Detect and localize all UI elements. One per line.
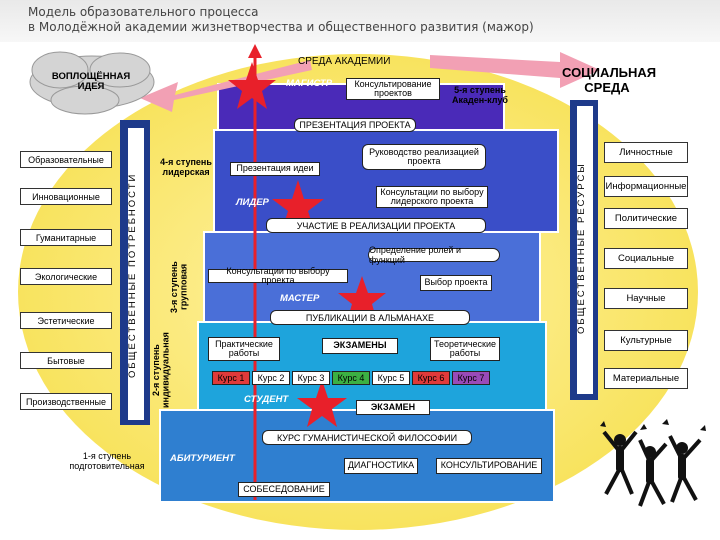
title-line-2: в Молодёжной академии жизнетворчества и … — [28, 20, 534, 34]
resource-scientific: Научные — [604, 288, 688, 309]
title-line-1: Модель образовательного процесса — [28, 5, 259, 19]
need-ecological: Экологические — [20, 268, 112, 285]
course-4: Курс 4 — [332, 371, 370, 385]
diagnostics-box: ДИАГНОСТИКА — [344, 458, 418, 474]
need-household: Бытовые — [20, 352, 112, 369]
course-5: Курс 5 — [372, 371, 410, 385]
arrow-idea — [140, 60, 312, 112]
leader-consult-box: Консультации по выбору лидерского проект… — [376, 186, 488, 208]
exams-box: ЭКЗАМЕНЫ — [322, 338, 398, 354]
interview-box: СОБЕСЕДОВАНИЕ — [238, 482, 330, 497]
resource-social: Социальные — [604, 248, 688, 269]
need-educational: Образовательные — [20, 151, 112, 168]
project-consult-box: Консультации по выбору проекта — [208, 266, 348, 285]
course-3: Курс 3 — [292, 371, 330, 385]
level-1-label: 1-я ступень подготовительная — [69, 451, 145, 471]
resource-informational: Информационные — [604, 176, 688, 197]
level-3-label: 3-я ступень групповая — [169, 261, 189, 313]
role-magistr: МАГИСТР — [286, 78, 333, 89]
academy-environment-label: СРЕДА АКАДЕМИИ — [298, 56, 391, 67]
title-bar — [0, 0, 720, 42]
project-lead-box: Руководство реализацией проекта — [362, 144, 486, 170]
role-abiturient: АБИТУРИЕНТ — [170, 453, 235, 464]
need-innovative: Инновационные — [20, 188, 112, 205]
resource-personal: Личностные — [604, 142, 688, 163]
need-aesthetic: Эстетические — [20, 312, 112, 329]
needs-column-inner — [128, 128, 144, 420]
level-5-label: 5-я ступень Акаден-клуб — [452, 85, 508, 105]
project-presentation-box: ПРЕЗЕНТАЦИЯ ПРОЕКТА — [294, 118, 416, 132]
embodied-idea-label: ВОПЛОЩЁННАЯ ИДЕЯ — [51, 71, 131, 93]
role-student: СТУДЕНТ — [244, 394, 289, 405]
roles-functions-box: Определение ролей и функций — [368, 245, 500, 265]
needs-vertical-label: ОБЩЕСТВЕННЫЕ ПОТРЕБНОСТИ — [127, 172, 138, 378]
resources-vertical-label: ОБЩЕСТВЕННЫЕ РЕСУРСЫ — [576, 162, 587, 334]
tier-1 — [159, 409, 555, 503]
course-7: Курс 7 — [452, 371, 490, 385]
level-2-label: 2-я ступень индивидуальная — [151, 332, 171, 408]
role-master: МАСТЕР — [280, 293, 320, 304]
idea-cloud — [29, 51, 155, 115]
practical-works-box: Практические работы — [208, 337, 280, 361]
role-lider: ЛИДЕР — [236, 197, 269, 208]
star-2 — [338, 276, 386, 321]
star-3 — [272, 180, 324, 230]
participation-box: УЧАСТИЕ В РЕАЛИЗАЦИИ ПРОЕКТА — [266, 218, 486, 233]
resource-material: Материальные — [604, 368, 688, 389]
social-environment-label: СОЦИАЛЬНАЯ СРЕДА — [562, 65, 657, 95]
resource-cultural: Культурные — [604, 330, 688, 351]
idea-presentation-box: Презентация идеи — [230, 162, 320, 176]
growth-line-arrowhead — [248, 44, 262, 58]
consult-projects-box: Консультирование проектов — [346, 78, 440, 100]
course-6: Курс 6 — [412, 371, 450, 385]
exam-box: ЭКЗАМЕН — [356, 400, 430, 415]
jumping-people-silhouette — [600, 419, 706, 507]
need-production: Производственные — [20, 393, 112, 410]
project-choice-box: Выбор проекта — [420, 275, 492, 291]
resources-column-inner — [577, 106, 593, 394]
course-2: Курс 2 — [252, 371, 290, 385]
publications-box: ПУБЛИКАЦИИ В АЛЬМАНАХЕ — [270, 310, 470, 325]
arrow-social — [430, 52, 600, 88]
philosophy-course-box: КУРС ГУМАНИСТИЧЕСКОЙ ФИЛОСОФИИ — [262, 430, 472, 445]
level-4-label: 4-я ступень лидерская — [160, 157, 212, 177]
star-1 — [297, 380, 347, 427]
star-4 — [228, 62, 276, 109]
need-humanitarian: Гуманитарные — [20, 229, 112, 246]
course-1: Курс 1 — [212, 371, 250, 385]
consulting-box: КОНСУЛЬТИРОВАНИЕ — [436, 458, 542, 474]
resource-political: Политические — [604, 208, 688, 229]
theoretical-works-box: Теоретические работы — [430, 337, 500, 361]
